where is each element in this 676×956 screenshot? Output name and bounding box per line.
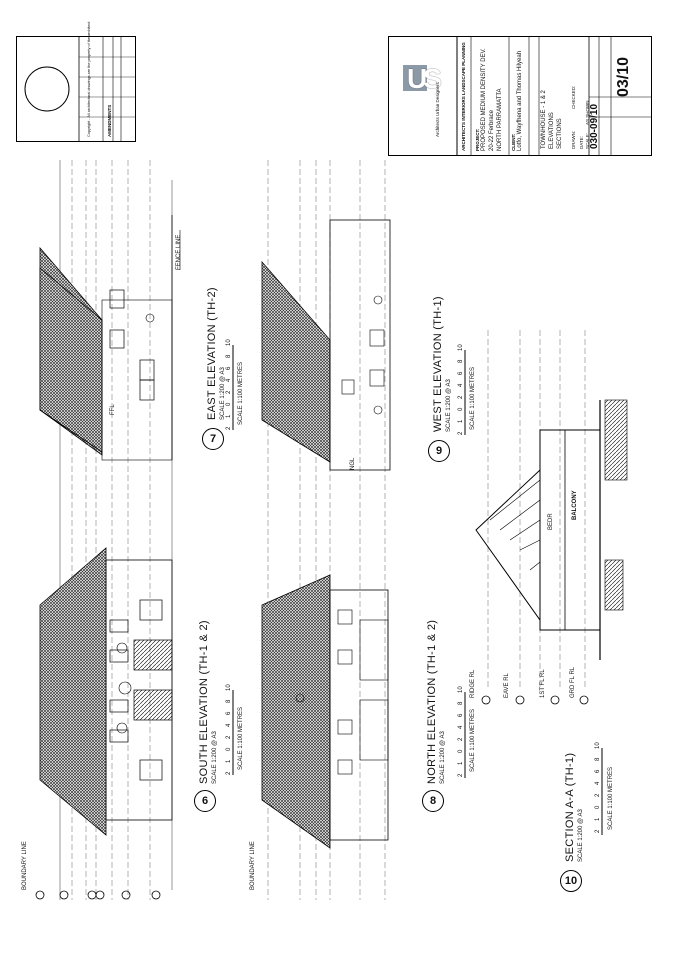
west-elevation (261, 219, 391, 471)
scale-tick-label: 8 (458, 359, 464, 363)
view-scale-south: SCALE 1:200 @ A3 (212, 731, 218, 784)
ridge-label: RIDGE RL (470, 669, 476, 698)
scale-tick-label: 2 (595, 829, 601, 833)
scale-tick-label: 10 (458, 686, 464, 693)
scale-tick-label: 4 (458, 725, 464, 729)
first-floor-label: 1ST FL RL (540, 669, 546, 698)
scale-tick-label: 6 (458, 371, 464, 375)
fence-label: FENCE LINE (176, 234, 182, 270)
scale-tick-label: 2 (458, 431, 464, 435)
view-scale-section: SCALE 1:200 @ A3 (578, 809, 584, 862)
logo-letters: US (407, 63, 442, 94)
ffl-label: FFL (110, 404, 116, 415)
view-title-section: SECTION A-A (TH-1) (564, 752, 576, 862)
scale-tick-label: 2 (226, 426, 232, 430)
scale-tick-label: 2 (226, 771, 232, 775)
balcony-label: BALCONY (572, 490, 578, 520)
logo-box (403, 65, 427, 91)
scale-tick-label: 2 (458, 773, 464, 777)
scale-tick-label: 2 (595, 793, 601, 797)
boundary-label-south: BOUNDARY LINE (22, 841, 28, 890)
boundary-label-north: BOUNDARY LINE (250, 841, 256, 890)
view-title-west: WEST ELEVATION (TH-1) (432, 296, 444, 432)
scale-tick-label: 6 (226, 366, 232, 370)
scale-tick-label: 8 (226, 699, 232, 703)
scale-tick-label: 4 (226, 378, 232, 382)
scale-tick-label: 6 (458, 713, 464, 717)
scale-tick-label: 2 (226, 390, 232, 394)
scale-tick-label: 1 (458, 419, 464, 423)
datum-markers (35, 695, 589, 900)
scale-tick-label: 10 (458, 344, 464, 351)
title-block: US Architects Urban Designers ARCHITECTS… (388, 36, 652, 156)
south-elevation (39, 160, 173, 900)
amendment-block: Copyright - All architectural drawings a… (16, 22, 136, 142)
view-number-10: 10 (560, 870, 582, 892)
scale-tick-label: 0 (226, 747, 232, 751)
ngl-label: NGL (350, 457, 356, 470)
title-block-frame (456, 37, 651, 155)
view-title-north: NORTH ELEVATION (TH-1 & 2) (426, 619, 438, 784)
view-scale-west: SCALE 1:200 @ A3 (446, 379, 452, 432)
scale-tick-label: 2 (226, 735, 232, 739)
scale-tick-label: 4 (595, 781, 601, 785)
ground-floor-label: GRD FL RL (570, 666, 576, 698)
scale-tick-label: 8 (226, 354, 232, 358)
scale-tick-label: 0 (458, 407, 464, 411)
view-title-south: SOUTH ELEVATION (TH-1 & 2) (198, 620, 210, 784)
view-number-8: 8 (422, 790, 444, 812)
scale-bar-label-section: SCALE 1:100 METRES (608, 766, 614, 830)
bedroom-label: BEDR (548, 513, 554, 530)
view-scale-north: SCALE 1:200 @ A3 (440, 731, 446, 784)
scale-tick-label: 1 (226, 759, 232, 763)
scale-tick-label: 10 (226, 684, 232, 691)
scale-tick-label: 6 (226, 711, 232, 715)
section-aa (475, 330, 628, 690)
scale-tick-label: 0 (458, 749, 464, 753)
view-number-6: 6 (194, 790, 216, 812)
scale-bar-label-south: SCALE 1:100 METRES (238, 706, 244, 770)
scale-tick-label: 10 (595, 742, 601, 749)
scale-tick-label: 0 (226, 402, 232, 406)
amendment-grid (24, 37, 135, 141)
scale-bar-label-west: SCALE 1:100 METRES (470, 366, 476, 430)
view-number-9: 9 (428, 440, 450, 462)
eave-label: EAVE RL (504, 673, 510, 698)
scale-tick-label: 1 (226, 414, 232, 418)
firm-logo: US (395, 57, 451, 113)
scale-tick-label: 4 (458, 383, 464, 387)
view-title-east: EAST ELEVATION (TH-2) (206, 287, 218, 420)
view-number-7: 7 (202, 428, 224, 450)
scale-bar-label-east: SCALE 1:100 METRES (238, 361, 244, 425)
scale-tick-label: 8 (458, 701, 464, 705)
scale-tick-label: 6 (595, 769, 601, 773)
scale-tick-label: 1 (595, 817, 601, 821)
scale-tick-label: 4 (226, 723, 232, 727)
scale-tick-label: 0 (595, 805, 601, 809)
scale-tick-label: 10 (226, 339, 232, 346)
scale-tick-label: 8 (595, 757, 601, 761)
scale-bar-label-north: SCALE 1:100 METRES (470, 708, 476, 772)
scale-tick-label: 2 (458, 395, 464, 399)
scale-tick-label: 1 (458, 761, 464, 765)
north-elevation (261, 160, 389, 900)
scale-tick-label: 2 (458, 737, 464, 741)
east-elevation (39, 215, 181, 460)
